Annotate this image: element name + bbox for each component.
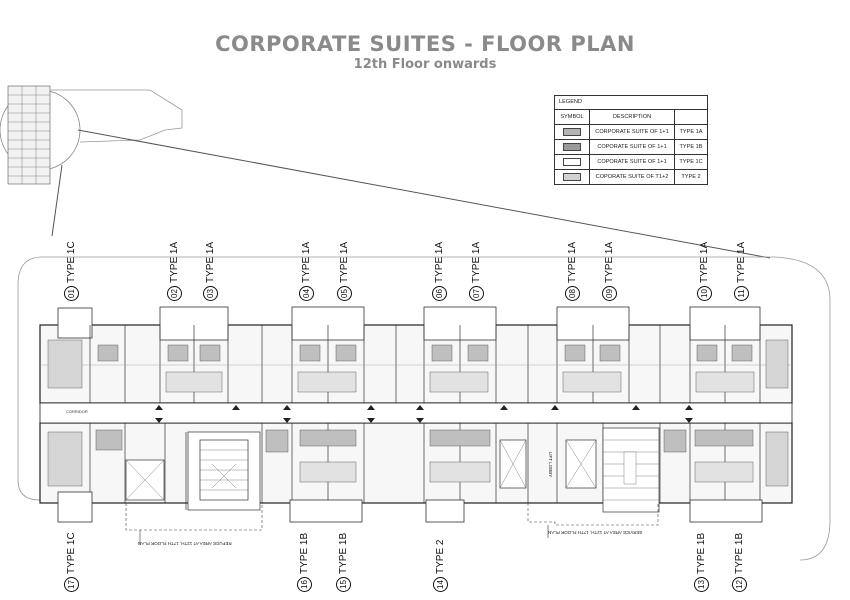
unit-number: 12 <box>732 577 747 592</box>
legend-symbol-heading: SYMBOL <box>555 110 590 124</box>
legend-row: COPORATE SUITE OF 1+1 TYPE 1B <box>555 140 707 155</box>
legend-type: TYPE 1A <box>679 129 703 135</box>
unit-number: 04 <box>299 286 314 301</box>
legend-swatch <box>563 128 581 136</box>
legend-description: COPORATE SUITE OF 1+1 <box>590 140 675 154</box>
legend-table: LEGEND SYMBOL DESCRIPTION CORPORATE SUIT… <box>554 95 708 185</box>
unit-label-top: 04 TYPE 1A <box>299 242 314 301</box>
unit-label-top: 02 TYPE 1A <box>167 242 182 301</box>
legend-description: COPORATE SUITE OF T1+2 <box>590 170 675 184</box>
stair-cores <box>125 427 660 513</box>
corridor-label: CORRIDOR <box>66 409 88 414</box>
unit-number: 14 <box>433 577 448 592</box>
unit-label-top: 03 TYPE 1A <box>203 242 218 301</box>
site-boundary <box>17 256 831 561</box>
key-plan <box>0 85 771 259</box>
unit-label-bottom: 14 TYPE 2 <box>433 540 448 592</box>
unit-type: TYPE 2 <box>435 539 446 574</box>
unit-label-top: 10 TYPE 1A <box>697 242 712 301</box>
unit-number: 07 <box>469 286 484 301</box>
unit-number: 01 <box>64 286 79 301</box>
legend-type: TYPE 1B <box>679 144 703 150</box>
unit-number: 16 <box>297 577 312 592</box>
legend-description: CORPORATE SUITE OF 1+1 <box>590 125 675 139</box>
refuge-area-leaders <box>139 525 549 545</box>
unit-number: 03 <box>203 286 218 301</box>
unit-label-top: 07 TYPE 1A <box>469 242 484 301</box>
legend-type: TYPE 2 <box>681 174 701 180</box>
unit-number: 09 <box>602 286 617 301</box>
unit-label-bottom: 15 TYPE 1B <box>336 533 351 592</box>
legend-description: COPORATE SUITE OF 1+1 <box>590 155 675 169</box>
legend-description-heading: DESCRIPTION <box>590 110 675 124</box>
refuge-area-outlines <box>125 503 659 531</box>
unit-type: TYPE 1B <box>299 532 310 574</box>
unit-type: TYPE 1C <box>66 241 77 283</box>
unit-number: 02 <box>167 286 182 301</box>
legend-row: COPORATE SUITE OF T1+2 TYPE 2 <box>555 170 707 184</box>
legend-row: COPORATE SUITE OF 1+1 TYPE 1C <box>555 155 707 170</box>
unit-type: TYPE 1C <box>66 532 77 574</box>
unit-number: 05 <box>337 286 352 301</box>
unit-label-bottom: 16 TYPE 1B <box>297 533 312 592</box>
unit-type: TYPE 1A <box>301 241 312 283</box>
unit-type: TYPE 1B <box>696 532 707 574</box>
unit-number: 15 <box>336 577 351 592</box>
unit-type: TYPE 1A <box>205 241 216 283</box>
legend-swatch <box>563 173 581 181</box>
bottom-row-furniture <box>47 429 789 487</box>
unit-label-top: 09 TYPE 1A <box>602 242 617 301</box>
unit-label-top: 05 TYPE 1A <box>337 242 352 301</box>
unit-number: 08 <box>565 286 580 301</box>
legend-header-row: SYMBOL DESCRIPTION <box>555 110 707 125</box>
unit-type: TYPE 1A <box>434 241 445 283</box>
unit-type: TYPE 1A <box>339 241 350 283</box>
top-row-furniture <box>47 339 789 393</box>
unit-type: TYPE 1A <box>471 241 482 283</box>
unit-label-bottom: 13 TYPE 1B <box>694 533 709 592</box>
bottom-unit-bays <box>57 491 763 523</box>
unit-number: 10 <box>697 286 712 301</box>
legend-header: LEGEND <box>555 96 707 110</box>
legend-type: TYPE 1C <box>679 159 703 165</box>
unit-type: TYPE 1A <box>169 241 180 283</box>
unit-type: TYPE 1B <box>734 532 745 574</box>
unit-label-bottom: 17 TYPE 1C <box>64 532 79 592</box>
unit-number: 06 <box>432 286 447 301</box>
legend-row: CORPORATE SUITE OF 1+1 TYPE 1A <box>555 125 707 140</box>
unit-label-top: 11 TYPE 1A <box>734 242 749 301</box>
unit-type: TYPE 1A <box>699 241 710 283</box>
unit-number: 13 <box>694 577 709 592</box>
unit-type: TYPE 1B <box>338 532 349 574</box>
legend-swatch <box>563 143 581 151</box>
refuge-area-note: REFUGE AREA AT 12TH, 17TH FLOOR PLAN <box>138 541 232 546</box>
unit-label-top: 01 TYPE 1C <box>64 241 79 301</box>
lift-lobby-label: LIFT LOBBY <box>548 451 554 478</box>
unit-label-bottom: 12 TYPE 1B <box>732 533 747 592</box>
unit-type: TYPE 1A <box>736 241 747 283</box>
unit-number: 17 <box>64 577 79 592</box>
unit-label-top: 06 TYPE 1A <box>432 242 447 301</box>
legend-swatch <box>563 158 581 166</box>
unit-type: TYPE 1A <box>567 241 578 283</box>
service-area-note: SERVICE AREA AT 12TH, 17TH FLOOR PLAN <box>548 530 643 535</box>
unit-label-top: 08 TYPE 1A <box>565 242 580 301</box>
corridor-markers <box>155 405 693 423</box>
unit-type: TYPE 1A <box>604 241 615 283</box>
page-title: CORPORATE SUITES - FLOOR PLAN <box>215 32 635 56</box>
page-subtitle: 12th Floor onwards <box>353 57 497 72</box>
unit-number: 11 <box>734 286 749 301</box>
